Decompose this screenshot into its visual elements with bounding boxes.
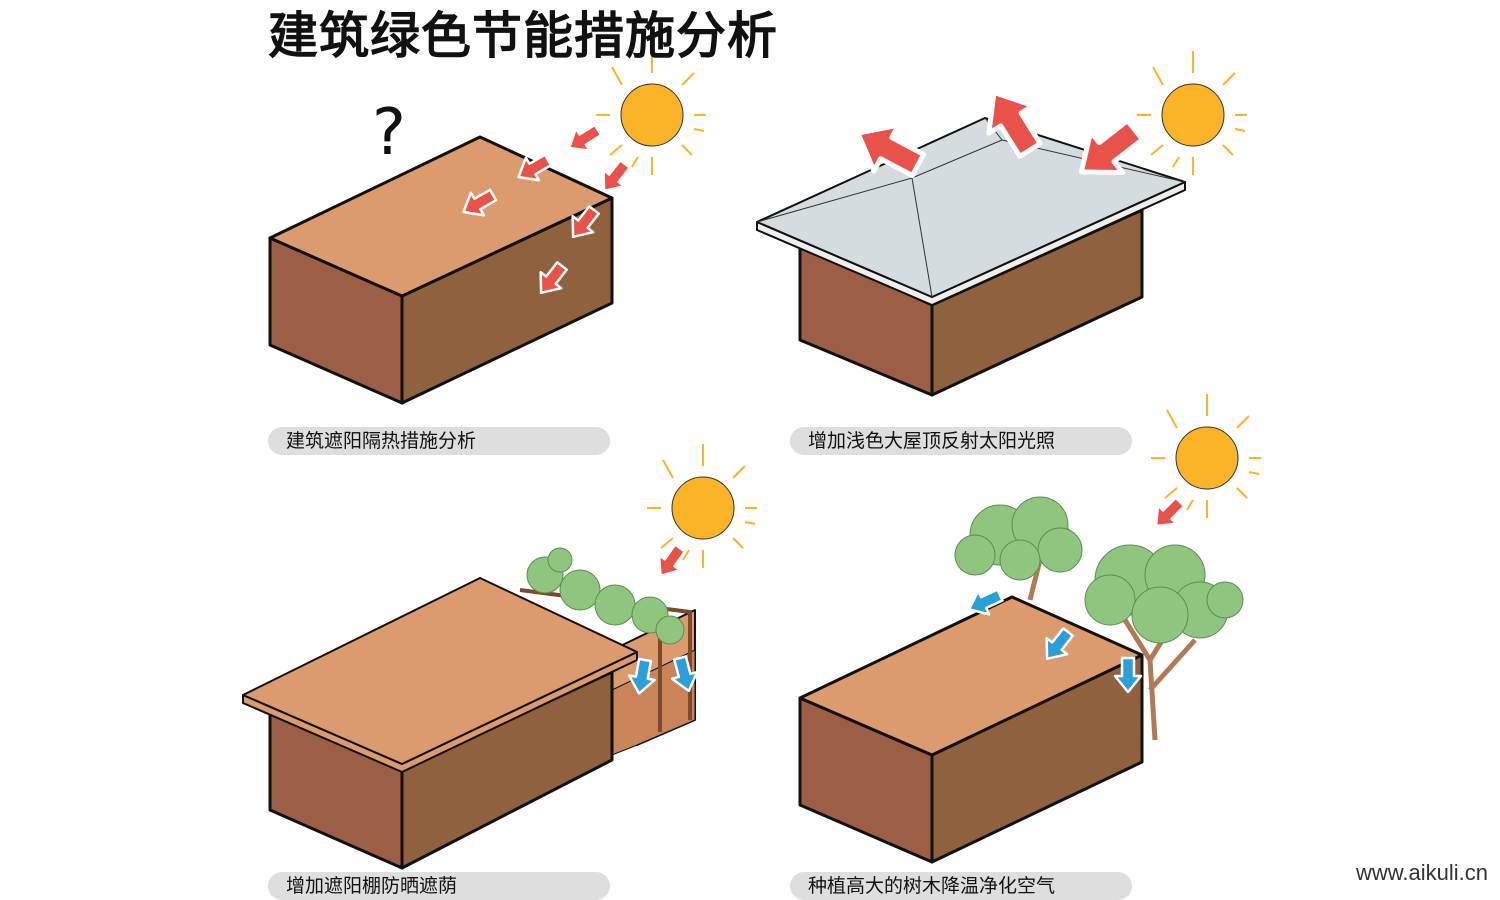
sun-icon bbox=[595, 50, 707, 176]
panel-2-label: 增加浅色大屋顶反射太阳光照 bbox=[790, 427, 1132, 455]
panel-4-building bbox=[798, 595, 1144, 864]
watermark: www.aikuli.cn bbox=[1355, 860, 1488, 885]
panel-3-label: 增加遮阳棚防晒遮荫 bbox=[268, 872, 610, 900]
panel-2-building bbox=[756, 117, 1186, 397]
question-mark: ? bbox=[372, 96, 406, 170]
heat-arrow-icon bbox=[648, 539, 692, 585]
panel-3-building bbox=[242, 547, 696, 870]
sun-icon bbox=[646, 443, 758, 569]
trees bbox=[954, 496, 1244, 741]
panel-4-label: 种植高大的树木降温净化空气 bbox=[790, 872, 1132, 900]
heat-arrow-icon bbox=[1145, 491, 1191, 537]
heat-arrow-icon bbox=[561, 117, 607, 161]
sun-icon bbox=[1136, 50, 1248, 176]
sun-icon bbox=[1150, 393, 1262, 519]
panel-1-label: 建筑遮阳隔热措施分析 bbox=[268, 427, 610, 455]
page-title: 建筑绿色节能措施分析 bbox=[268, 7, 778, 65]
